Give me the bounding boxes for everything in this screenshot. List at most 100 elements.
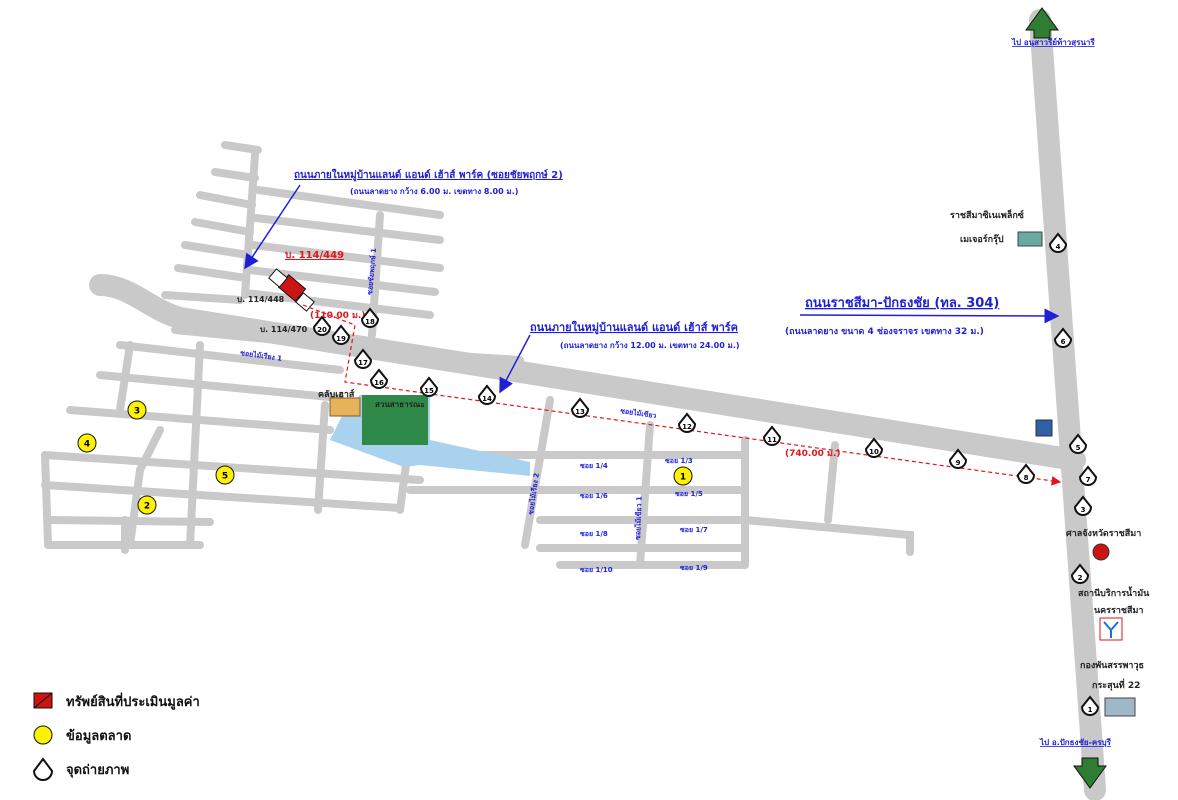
photo-point-label: 19 [336,335,346,343]
village-road-1-pointer [499,334,531,394]
photo-point-label: 20 [317,326,327,334]
village-road-1-title: ถนนภายในหมู่บ้านแลนด์ แอนด์ เฮ้าส์ พาร์ค [530,320,738,335]
market-point-label: 1 [680,473,686,483]
photo-point-label: 16 [374,379,384,387]
market-point-label: 2 [144,502,150,512]
park [362,395,428,445]
photo-point-label: 5 [1076,444,1081,452]
neighbor-plot-icon [268,268,288,288]
photo-point: 19 [331,324,351,345]
cinema-label: ราชสีมาซิเนเพล็กซ์ [950,208,1024,221]
cinema-subtitle: เมเจอร์กรุ๊ป [960,233,1004,245]
main-road-subtitle: (ถนนลาดยาง ขนาด 4 ช่องจราจร เขตทาง 32 ม.… [785,326,984,337]
legend-item-photo: จุดถ่ายภาพ [32,752,200,786]
photo-point: 12 [677,412,697,433]
main-road [89,274,1086,471]
photo-point-label: 2 [1078,574,1083,582]
photo-point: 20 [312,315,332,336]
photo-point: 13 [570,397,590,418]
army-label: กองพันสรรพาวุธ [1080,660,1144,671]
legend: ทรัพย์สินที่ประเมินมูลค่า ข้อมูลตลาด จุด… [32,684,200,786]
subject-swatch-icon [33,692,53,709]
legend-subject-label: ทรัพย์สินที่ประเมินมูลค่า [66,694,200,710]
market-swatch-icon [33,725,53,745]
photo-point-label: 17 [358,359,368,367]
soi-label: ซอย 1/7 [680,526,708,534]
photo-point-label: 18 [365,318,375,326]
main-road-title: ถนนราชสีมา-ปักธงชัย (ทล. 304) [805,295,999,311]
legend-item-market: ข้อมูลตลาด [32,718,200,752]
subject-number-label: บ. 114/449 [285,250,344,261]
soi-label: ซอยไม้เขียว [620,406,657,420]
highway-road [1029,9,1106,800]
south-arrow-icon [1073,757,1107,789]
gas-label: สถานีบริการน้ำมัน [1078,586,1150,599]
photo-point-label: 3 [1081,506,1086,514]
market-point: 2 [137,495,157,515]
photo-point-label: 14 [482,395,492,403]
subject-property [268,268,315,312]
to-top-label: ไป อนุสาวรีย์ท้าวสุรนารี [1011,37,1095,48]
distance-1-label: (110.00 ม.) [310,311,365,321]
photo-point-label: 12 [682,423,692,431]
photo-point-label: 9 [956,459,961,467]
photo-point-label: 13 [575,408,585,416]
photo-swatch-icon [32,757,54,781]
clubhouse-label: คลับเฮาส์ [318,388,355,400]
prov-office-label: ศาลจังหวัดราชสีมา [1066,528,1141,539]
market-point: 5 [215,465,235,485]
photo-point: 14 [477,384,497,405]
soi-label: ซอย 1/10 [580,566,613,574]
photo-point-label: 6 [1061,338,1066,346]
neighbor-plot-icon [295,292,315,312]
photo-point: 1 [1080,695,1100,716]
army-subtitle: กระสุนที่ 22 [1092,678,1140,691]
legend-market-label: ข้อมูลตลาด [66,728,132,744]
photo-point: 15 [419,376,439,397]
market-point-label: 4 [84,440,90,450]
village-road-1-subtitle: (ถนนลาดยาง กว้าง 12.00 ม. เขตทาง 24.00 ม… [560,340,740,350]
photo-point: 4 [1048,232,1068,253]
neighbor-2-label: บ. 114/470 [260,325,308,334]
market-point: 3 [127,400,147,420]
photo-point: 18 [360,307,380,328]
school-label: นครราชสีมา [1094,605,1143,616]
distance-2-label: (740.00 ม.) [785,449,840,459]
soi-label: ซอย 1/9 [680,564,708,572]
prov-office-icon [1092,543,1110,561]
soi-label: ซอยชัยพฤกษ์ 1 [365,248,378,296]
main-road-pointer [799,308,1060,324]
market-point: 1 [673,466,693,486]
photo-point-label: 1 [1088,706,1093,714]
photo-point-label: 4 [1056,243,1061,251]
photo-point: 10 [864,437,884,458]
neighbor-1-label: บ. 114/448 [237,295,285,304]
soi-label: ซอย 1/8 [580,530,608,538]
north-arrow-icon [1025,7,1059,39]
photo-point: 16 [369,368,389,389]
road-network [41,9,1106,800]
photo-point-label: 7 [1086,476,1091,484]
route-line [302,304,1062,486]
soi-label: ซอยไม้เขียว 1 [633,496,644,540]
clubhouse-icon [329,397,361,417]
legend-photo-label: จุดถ่ายภาพ [66,762,130,778]
gas-station-icon [1035,419,1053,437]
photo-point-label: 8 [1024,474,1029,482]
photo-point: 9 [948,448,968,469]
photo-point-label: 10 [869,448,879,456]
soi-label: ซอย 1/6 [580,492,608,500]
photo-point: 17 [353,348,373,369]
photo-point: 6 [1053,327,1073,348]
photo-point: 7 [1078,465,1098,486]
telecom-icon [1099,617,1123,641]
village-road-2-title: ถนนภายในหมู่บ้านแลนด์ แอนด์ เฮ้าส์ พาร์ค… [294,168,563,182]
pool-label: สวนสาธารณะ [375,400,425,409]
photo-point: 11 [762,425,782,446]
village-road-2-subtitle: (ถนนลาดยาง กว้าง 6.00 ม. เขตทาง 8.00 ม.) [350,186,518,196]
photo-point: 2 [1070,563,1090,584]
soi-label: ซอย 1/4 [580,462,608,470]
